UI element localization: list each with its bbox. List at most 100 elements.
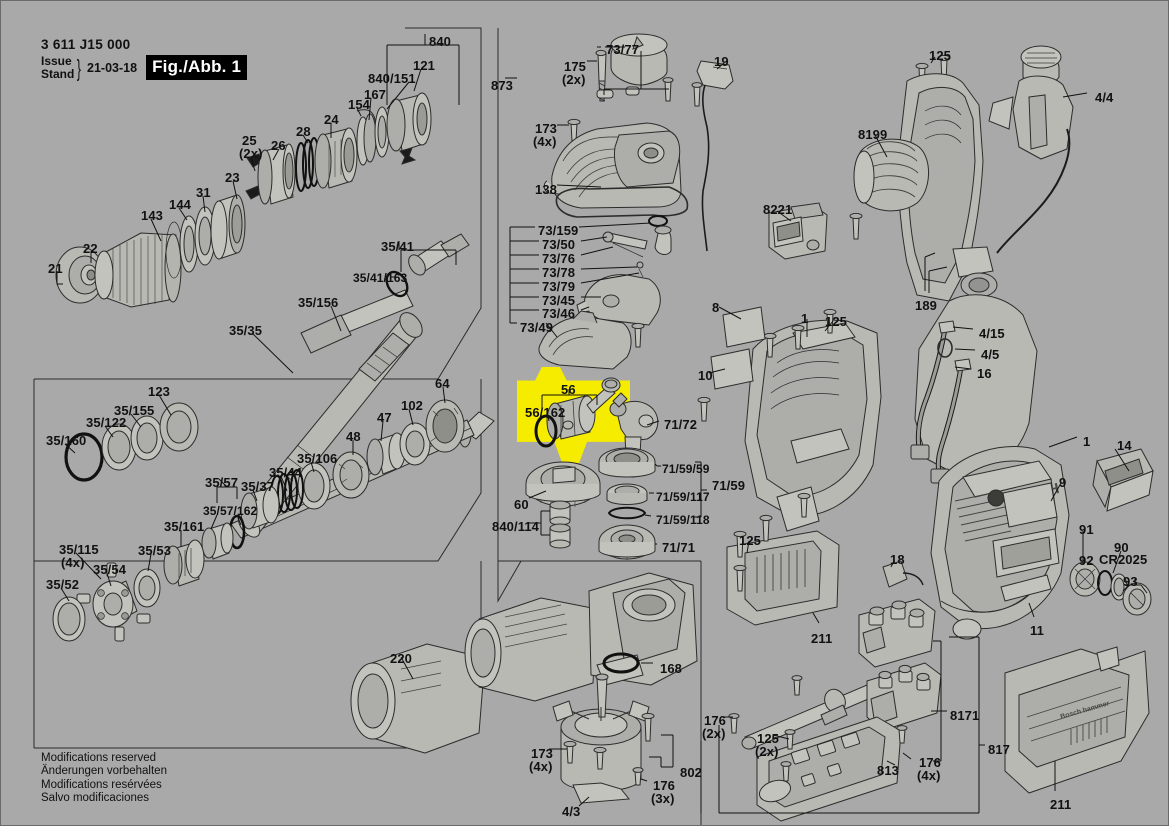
part-callout-35-161: 35/161 xyxy=(164,519,205,534)
part-callout-1: 1 xyxy=(801,311,809,326)
part-callout-18: 18 xyxy=(890,552,905,567)
part-callout-176: 176 xyxy=(653,778,675,793)
part-callout-176: 176 xyxy=(919,755,941,770)
part-callout-73-45: 73/45 xyxy=(542,293,576,308)
part-callout-121: 121 xyxy=(413,58,435,73)
part-callout-73-77: 73/77 xyxy=(606,42,640,57)
figure-badge: Fig./Abb. 1 xyxy=(146,55,248,80)
part-callout-168: 168 xyxy=(660,661,682,676)
part-callout-840-151: 840/151 xyxy=(368,71,416,86)
part-callout-73-49: 73/49 xyxy=(520,320,554,335)
part-callout-71-59-118: 71/59/118 xyxy=(656,513,710,527)
part-callout-24: 24 xyxy=(324,112,339,127)
part-callout-71-72: 71/72 xyxy=(664,417,698,432)
part-callout-35-41: 35/41 xyxy=(381,239,415,254)
part-callout-9: 9 xyxy=(1059,475,1067,490)
part-callout-19: 19 xyxy=(714,54,729,69)
part-callout-102: 102 xyxy=(401,398,423,413)
part-callout-64: 64 xyxy=(435,376,450,391)
part-callout-91: 91 xyxy=(1079,522,1094,537)
part-callout-144: 144 xyxy=(169,197,191,212)
part-callout--4x-: (4x) xyxy=(533,134,557,149)
part-callout-8: 8 xyxy=(712,300,720,315)
part-callout--2x-: (2x) xyxy=(239,146,263,161)
issue-row: Issue Stand } 21-03-18 Fig./Abb. 1 xyxy=(41,54,248,81)
part-callout-35-115: 35/115 xyxy=(59,542,99,557)
part-callout-28: 28 xyxy=(296,124,311,139)
footer-legal-notice: Modifications reserved Änderungen vorbeh… xyxy=(41,752,167,806)
part-callout-11: 11 xyxy=(1030,623,1044,638)
part-callout-71-59-59: 71/59/59 xyxy=(662,462,710,476)
part-callout-90: 90 xyxy=(1114,540,1129,555)
part-callout-176: 176 xyxy=(704,713,726,728)
part-callout-22: 22 xyxy=(83,241,98,256)
part-callout-60: 60 xyxy=(514,497,529,512)
part-callout-189: 189 xyxy=(915,298,937,313)
part-callout-840: 840 xyxy=(429,34,451,49)
part-callout-26: 26 xyxy=(271,138,286,153)
part-callout-25: 25 xyxy=(242,133,257,148)
part-callout-23: 23 xyxy=(225,170,240,185)
part-callout-8221: 8221 xyxy=(763,202,793,217)
part-callout--4x-: (4x) xyxy=(61,555,85,570)
part-callout-35-54: 35/54 xyxy=(93,562,127,577)
part-callout-138: 138 xyxy=(535,182,557,197)
part-callout--2x-: (2x) xyxy=(755,744,779,759)
header-block: 3 611 J15 000 Issue Stand } 21-03-18 Fig… xyxy=(41,37,248,81)
part-callout-125: 125 xyxy=(739,533,761,548)
part-callout-92: 92 xyxy=(1079,553,1094,568)
part-callout--3x-: (3x) xyxy=(651,791,675,806)
part-callout-14: 14 xyxy=(1117,438,1132,453)
part-callout-16: 16 xyxy=(977,366,992,381)
part-callout-73-46: 73/46 xyxy=(542,306,576,321)
part-callout-211: 211 xyxy=(811,631,833,646)
part-callout-873: 873 xyxy=(491,78,513,93)
part-callout-817: 817 xyxy=(988,742,1010,757)
part-callout-125: 125 xyxy=(757,731,779,746)
part-callout-35-37: 35/37 xyxy=(241,479,275,494)
svg-text:Bosch hammer: Bosch hammer xyxy=(1060,700,1111,721)
part-callout-4-3: 4/3 xyxy=(562,804,581,819)
footer-line: Modifications reserved xyxy=(41,752,157,764)
part-callout-125: 125 xyxy=(825,314,847,329)
part-callout-802: 802 xyxy=(680,765,702,780)
part-callout-4-4: 4/4 xyxy=(1095,90,1114,105)
part-callout-35-122: 35/122 xyxy=(86,415,127,430)
part-callout-35-35: 35/35 xyxy=(229,323,263,338)
part-callout--4x-: (4x) xyxy=(917,768,941,783)
issue-label: Issue xyxy=(41,54,72,68)
part-callout-143: 143 xyxy=(141,208,163,223)
part-callout-35-53: 35/53 xyxy=(138,543,172,558)
part-callout--2x-: (2x) xyxy=(702,726,726,741)
part-callout-71-59: 71/59 xyxy=(712,478,746,493)
part-callout-220: 220 xyxy=(390,651,412,666)
part-callout--2x-: (2x) xyxy=(562,72,586,87)
part-callout-35-57-162: 35/57/162 xyxy=(203,504,258,518)
part-callout-56-162: 56/162 xyxy=(525,405,566,420)
part-callout-4-15: 4/15 xyxy=(979,326,1005,341)
stand-label: Stand xyxy=(41,66,75,81)
brace-glyph: } xyxy=(77,54,82,81)
part-callout-35-44: 35/44 xyxy=(269,465,303,480)
part-callout-167: 167 xyxy=(364,87,386,102)
part-callout-35-160: 35/160 xyxy=(46,433,87,448)
part-callout-71-59-117: 71/59/117 xyxy=(656,490,710,504)
issue-stand-labels: Issue Stand xyxy=(41,55,74,80)
part-callout-840-114: 840/114 xyxy=(492,519,539,534)
part-callout-73-50: 73/50 xyxy=(542,237,576,252)
footer-line: Änderungen vorbehalten xyxy=(41,765,167,778)
part-callout-73-76: 73/76 xyxy=(542,251,576,266)
part-callout-8199: 8199 xyxy=(858,127,888,142)
part-callout-93: 93 xyxy=(1123,574,1138,589)
issue-date: 21-03-18 xyxy=(87,60,138,75)
svg-text:BOSCH: BOSCH xyxy=(1004,480,1061,508)
part-callout-813: 813 xyxy=(877,763,899,778)
part-callout-35-52: 35/52 xyxy=(46,577,80,592)
part-callout-211: 211 xyxy=(1050,797,1072,812)
part-callout-123: 123 xyxy=(148,384,170,399)
part-callout-8171: 8171 xyxy=(950,708,980,723)
part-callout-73-159: 73/159 xyxy=(538,223,579,238)
part-callout-48: 48 xyxy=(346,429,361,444)
part-callout-47: 47 xyxy=(377,410,392,425)
part-callout-125: 125 xyxy=(929,48,951,63)
